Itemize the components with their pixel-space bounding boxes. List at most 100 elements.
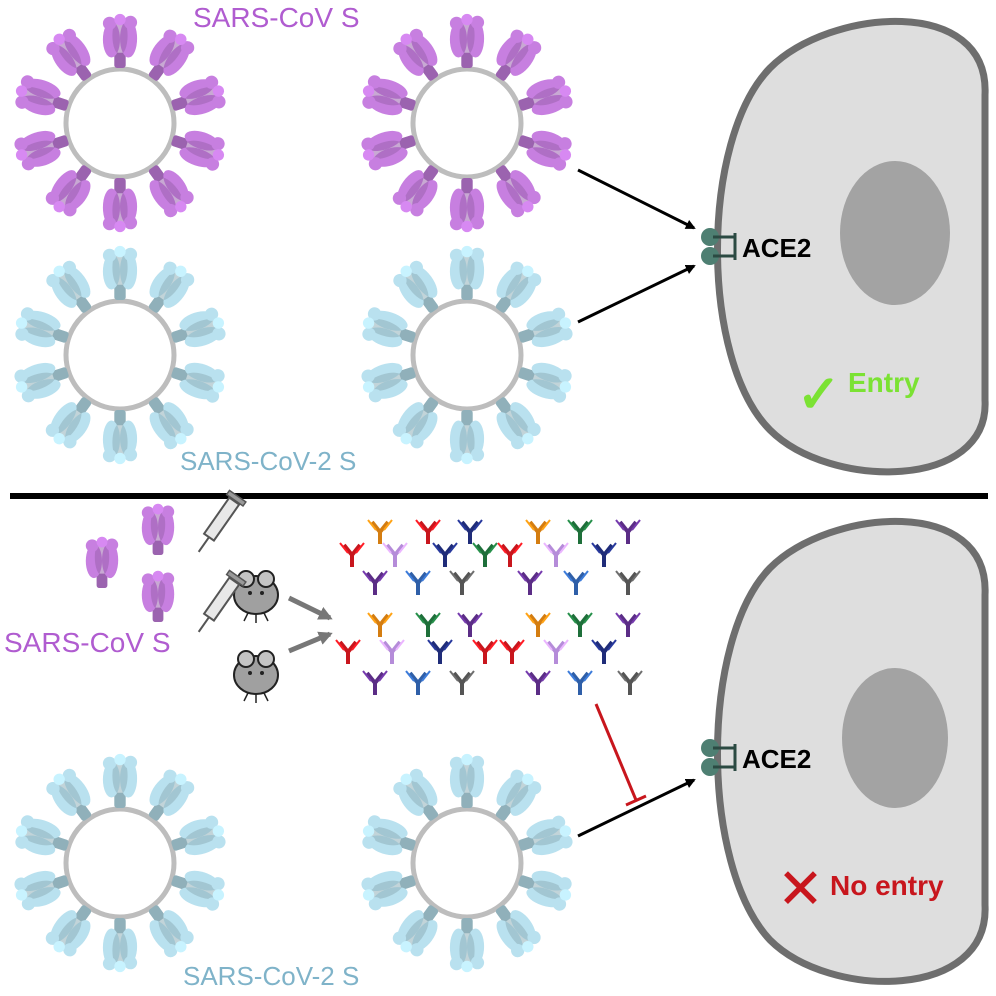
antibody-icon <box>449 570 475 595</box>
antibody-icon <box>543 542 569 567</box>
virion-sars-cov-1 <box>14 13 226 233</box>
antibody-icon <box>615 519 641 544</box>
spike-protein <box>362 75 416 116</box>
bottom-panel: ACE2 ✕ No entry SARS-CoV S SARS-CoV-2 S <box>4 489 989 991</box>
spike-protein <box>361 870 416 911</box>
virion-membrane <box>63 806 177 920</box>
spike-protein <box>518 75 573 116</box>
spike-protein <box>518 870 572 911</box>
virion-membrane <box>410 806 524 920</box>
spike-protein <box>45 165 92 217</box>
spike-protein <box>171 307 226 348</box>
antibody-icon <box>362 570 388 595</box>
antibody-icon <box>382 542 408 567</box>
antibody-icon <box>379 639 405 664</box>
spike-protein <box>141 503 175 555</box>
spike-protein <box>102 13 138 68</box>
spike-protein <box>361 362 416 403</box>
antibody-icon <box>457 612 483 637</box>
spike-protein <box>495 905 541 958</box>
spike-protein <box>449 245 485 300</box>
spike-protein <box>171 362 225 403</box>
antibody-icon <box>432 542 458 567</box>
spike-protein <box>102 410 138 465</box>
cross-icon: ✕ <box>777 857 824 920</box>
arrow-mice-to-antibodies-2 <box>288 631 333 654</box>
spike-protein <box>392 397 439 449</box>
antibody-icon <box>367 612 393 637</box>
antibody-icon <box>525 612 551 637</box>
nucleus-bottom <box>842 668 948 808</box>
spike-protein <box>449 918 485 973</box>
spike-protein <box>45 905 92 957</box>
antibody-icon <box>415 612 441 637</box>
syringe-icon <box>197 569 247 633</box>
spike-protein <box>148 261 195 313</box>
antibody-icon <box>567 519 593 544</box>
antibody-icon <box>497 542 523 567</box>
spike-protein <box>392 905 439 957</box>
spike-protein <box>148 397 194 450</box>
antibody-icon <box>591 542 617 567</box>
spike-protein <box>518 307 573 348</box>
inhibition-line <box>594 703 647 807</box>
spike-protein <box>46 768 92 821</box>
antibody-icon <box>517 570 543 595</box>
sars-cov-s-label-top: SARS-CoV S <box>193 2 360 33</box>
antibody-icon <box>499 639 525 664</box>
spike-protein <box>392 165 439 217</box>
spike-protein <box>148 769 195 821</box>
spike-protein <box>171 130 225 171</box>
immunized-mice <box>197 489 279 703</box>
spike-protein <box>495 165 541 218</box>
spike-protein <box>393 768 439 821</box>
spike-protein <box>362 307 416 348</box>
spike-protein <box>15 815 69 856</box>
spike-protein <box>495 261 542 313</box>
antibody-icon <box>472 639 498 664</box>
antibody-icon <box>472 542 498 567</box>
syringe-icon <box>197 489 247 553</box>
antibody-icon <box>335 639 361 664</box>
spike-protein <box>449 410 485 465</box>
antibody-icon <box>615 612 641 637</box>
spike-protein <box>449 178 485 233</box>
spike-protein <box>14 362 69 403</box>
spike-protein <box>46 260 92 313</box>
spike-protein <box>495 769 542 821</box>
spike-protein <box>14 130 69 171</box>
antibody-icon <box>415 519 441 544</box>
spike-protein <box>495 397 541 450</box>
spike-protein <box>449 13 485 68</box>
virion-sars-cov2-4 <box>361 753 573 973</box>
antibody-icon <box>405 670 431 695</box>
check-icon: ✓ <box>797 366 841 424</box>
spike-protein <box>171 870 225 911</box>
virion-membrane <box>63 298 177 412</box>
sars-cov-s-trimers <box>85 503 175 622</box>
sars-cov-s-label-bottom: SARS-CoV S <box>4 627 171 658</box>
virion-sars-cov2-2 <box>361 245 573 465</box>
antibody-icon <box>615 570 641 595</box>
arrow-sars-cov2-to-ace2 <box>577 264 696 324</box>
spike-protein <box>46 28 92 81</box>
spike-protein <box>85 536 119 588</box>
antibody-icon <box>405 570 431 595</box>
virion-sars-cov2-3 <box>14 753 226 973</box>
spike-protein <box>45 397 92 449</box>
spike-protein <box>495 29 542 81</box>
antibody-icon <box>339 542 365 567</box>
nucleus-top <box>840 161 950 305</box>
spike-protein <box>102 178 138 233</box>
virion-membrane <box>63 66 177 180</box>
antibody-icon <box>563 570 589 595</box>
spike-protein <box>393 260 439 313</box>
spike-protein <box>449 753 485 808</box>
antibody-icon <box>362 670 388 695</box>
arrow-sars-cov2-to-ace2-bottom <box>577 778 696 838</box>
spike-protein <box>393 28 439 81</box>
top-panel: ACE2 ✓ Entry SARS-CoV S SARS-CoV-2 S <box>14 2 989 476</box>
spike-protein <box>148 905 194 958</box>
antibody-icon <box>525 519 551 544</box>
